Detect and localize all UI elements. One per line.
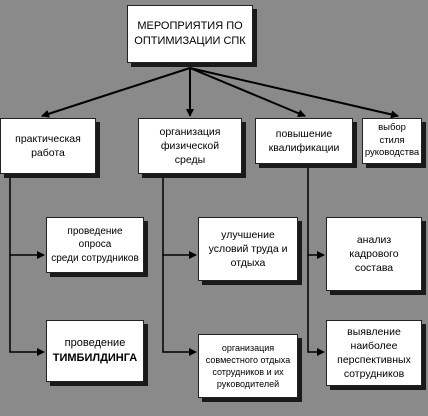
node-line: организация	[221, 342, 275, 353]
connector-col3-b	[307, 255, 325, 356]
node-line: физической	[160, 139, 220, 152]
node-line: квалификации	[268, 142, 340, 154]
node-line: условий труда и	[208, 242, 288, 255]
node-line: выбор стиля	[378, 121, 406, 146]
node-line: перспективных	[337, 354, 411, 366]
node-line: руководителей	[216, 379, 280, 390]
arrow-root-to-col4	[189, 67, 399, 119]
node-line: наиболее	[350, 339, 398, 352]
root-node: МЕРОПРИЯТИЯ ПО ОПТИМИЗАЦИИ СПК	[127, 5, 253, 63]
node-line: сотрудников и их	[212, 367, 284, 377]
node-joint-leisure: организация совместного отдыха сотрудник…	[198, 334, 298, 398]
connector-col3-a	[307, 165, 325, 259]
connector-col1-b	[9, 255, 45, 356]
arrow-root-to-col3	[189, 67, 306, 117]
node-line: улучшение	[221, 228, 275, 241]
node-line: проведение опроса	[67, 225, 123, 251]
arrow-root-to-col1	[41, 67, 191, 118]
root-title-line2: ОПТИМИЗАЦИИ СПК	[134, 35, 246, 47]
node-line: повышение	[275, 127, 333, 140]
node-line: практическая	[15, 132, 81, 145]
node-leadership-style: выбор стиля руководства	[362, 118, 422, 164]
node-promising-staff: выявление наиболее перспективных сотрудн…	[326, 320, 422, 386]
connector-col1-a	[9, 175, 45, 259]
node-staff-analysis: анализ кадрового состава	[326, 217, 422, 291]
node-line: ТИМБИЛДИНГА	[52, 352, 138, 364]
node-line: анализ	[356, 233, 392, 246]
node-line: выявление	[347, 325, 401, 338]
node-working-conditions: улучшение условий труда и отдыха	[198, 217, 298, 281]
node-line: среди сотрудников	[51, 252, 139, 264]
node-line: проведение	[64, 337, 126, 350]
node-line: совместного отдыха	[205, 354, 291, 365]
node-survey: проведение опроса среди сотрудников	[46, 217, 144, 273]
node-line: руководства	[364, 147, 420, 159]
node-line: работа	[31, 147, 65, 159]
node-practical-work: практическая работа	[0, 118, 96, 174]
node-line: отдыха	[230, 257, 266, 270]
connector-col2-b	[162, 255, 197, 356]
node-physical-environment: организация физической среды	[138, 118, 242, 174]
node-line: кадрового	[349, 247, 399, 260]
node-teambuilding: проведение ТИМБИЛДИНГА	[46, 320, 144, 382]
node-qualification: повышение квалификации	[255, 118, 353, 164]
node-line: среды	[174, 154, 206, 167]
node-line: состава	[354, 262, 394, 275]
node-line: сотрудников	[343, 368, 405, 381]
node-line: организация	[159, 125, 221, 138]
connector-col2-a	[162, 175, 197, 259]
root-title-line1: МЕРОПРИЯТИЯ ПО	[137, 20, 243, 33]
